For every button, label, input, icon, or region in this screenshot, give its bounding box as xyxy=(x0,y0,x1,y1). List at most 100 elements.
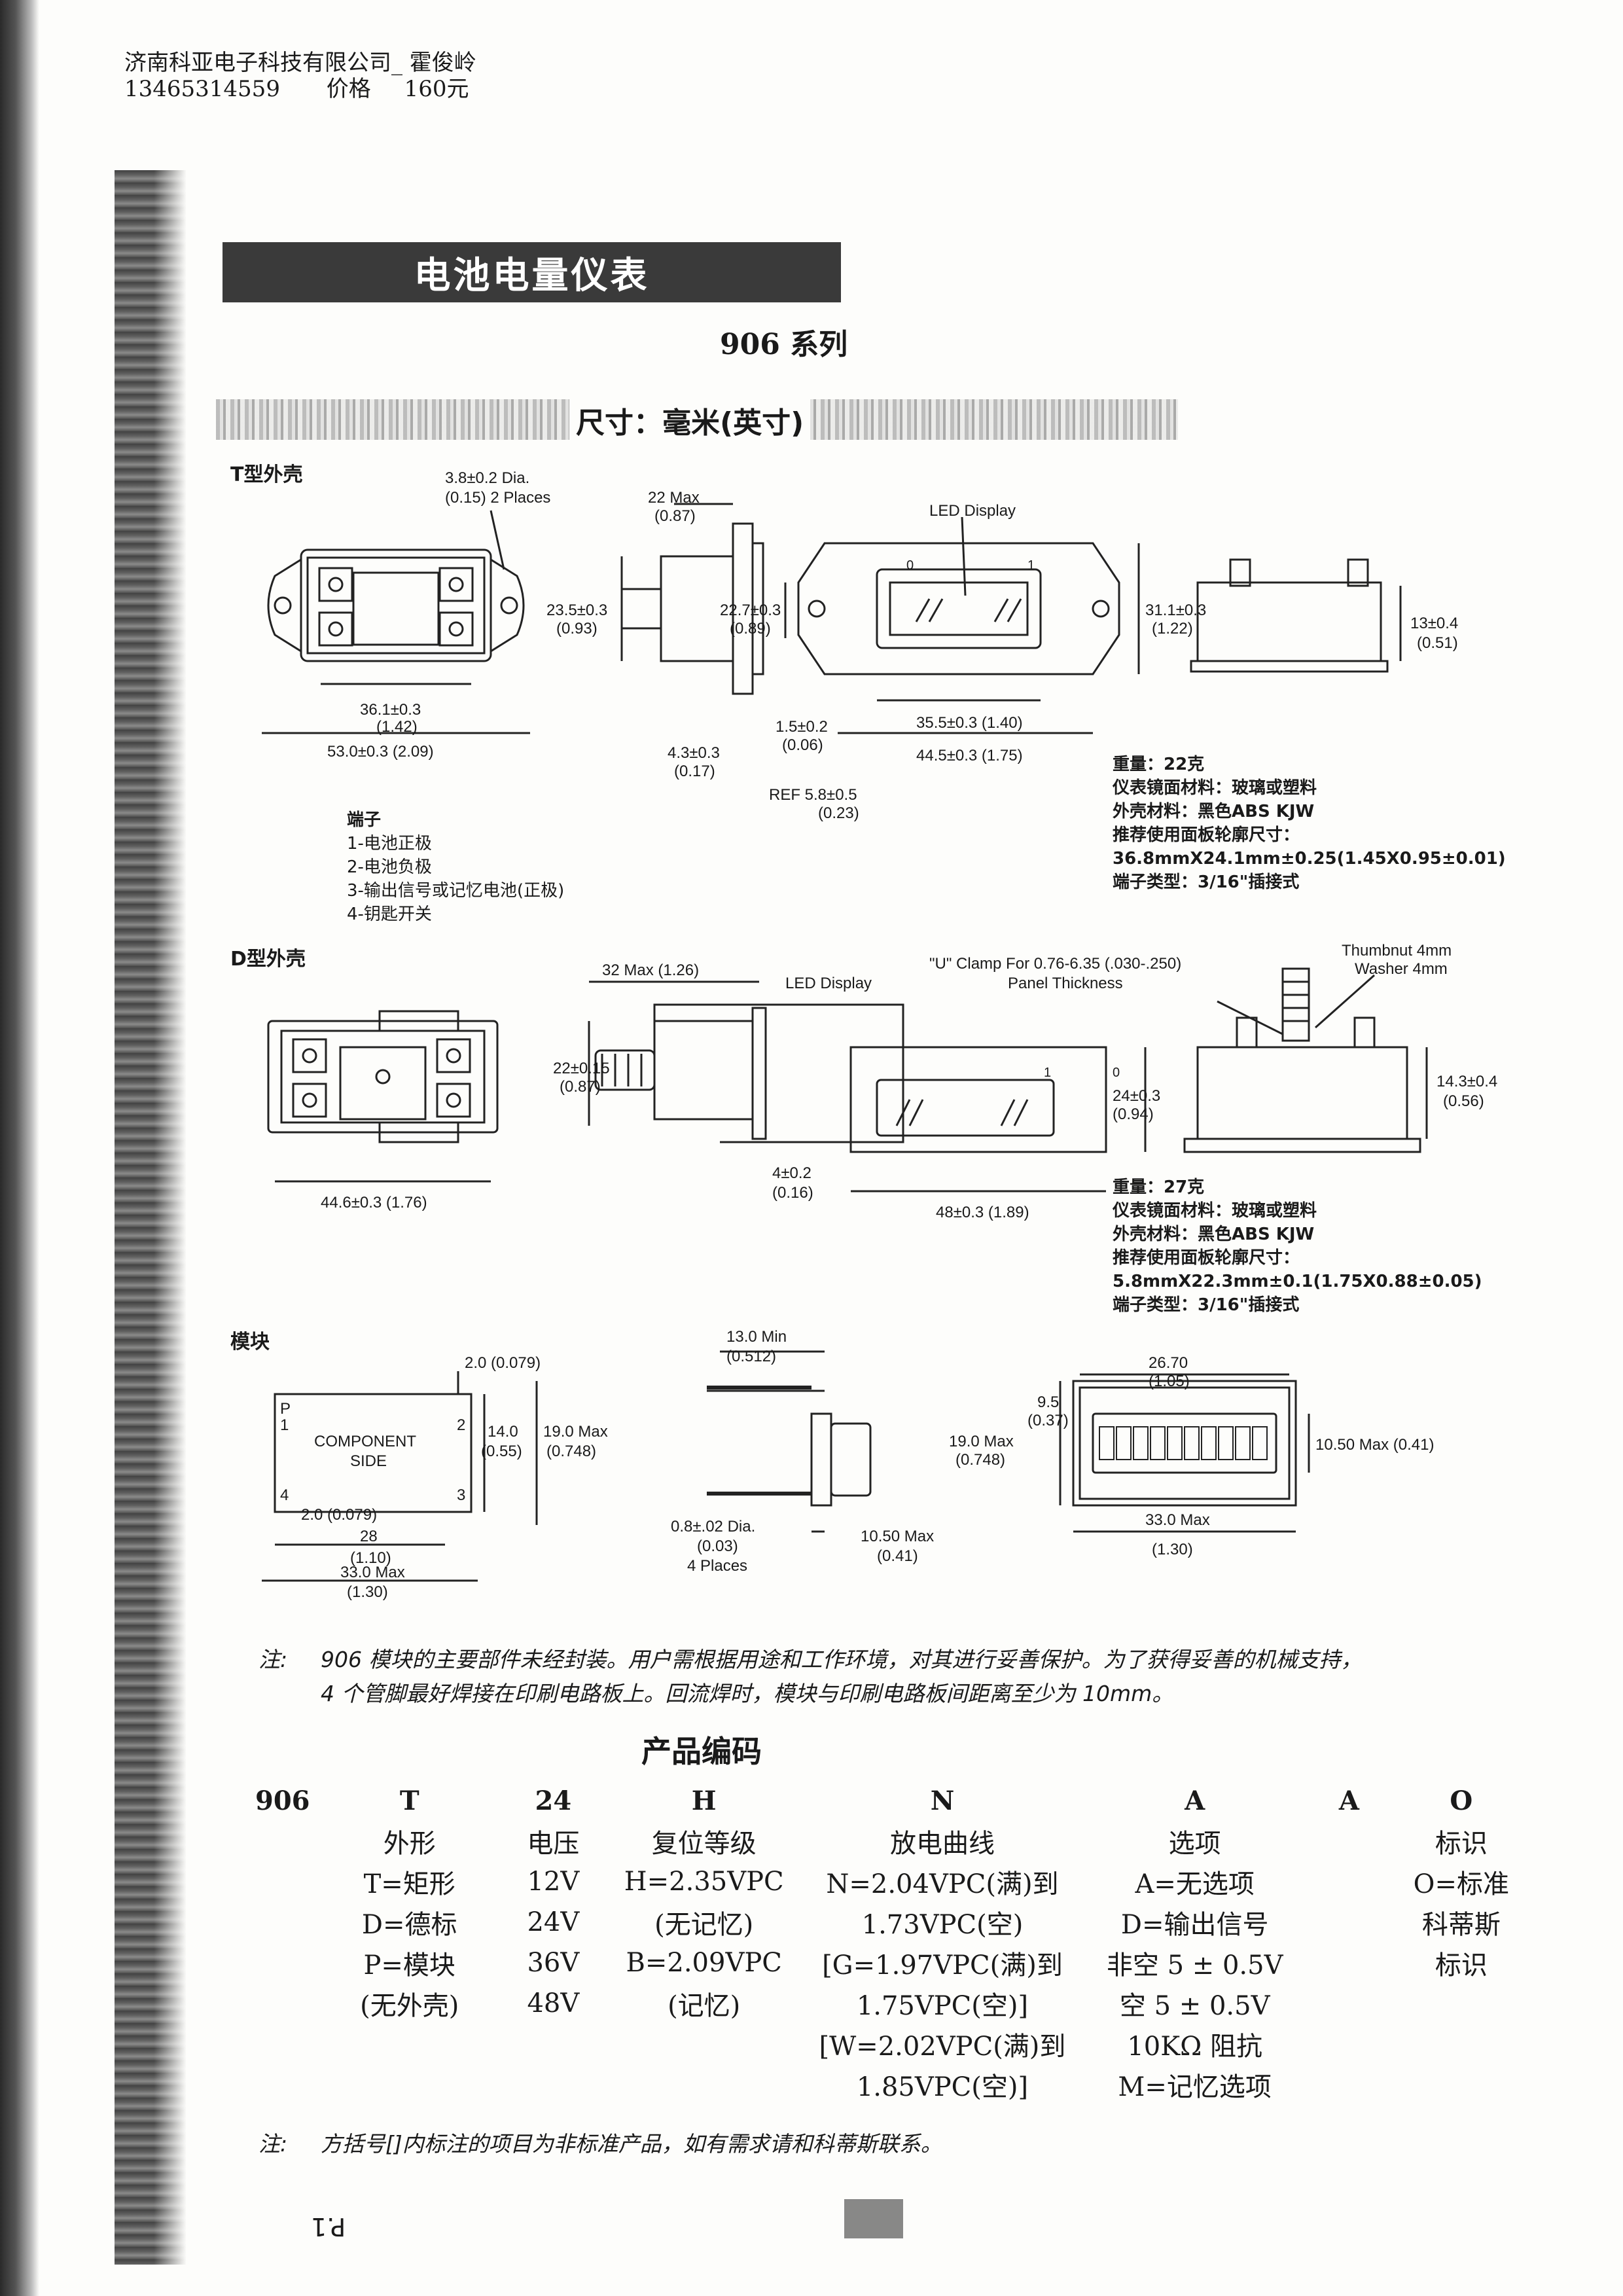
code-cell: B=2.09VPC xyxy=(626,1948,782,1978)
dim-m-front-33: 33.0 Max xyxy=(1145,1511,1210,1529)
table-row: 906 T 24 H N A A O xyxy=(255,1780,1531,1821)
d-led-display-label: LED Display xyxy=(785,975,872,992)
module-side-text: SIDE xyxy=(350,1452,387,1470)
company-name: 济南科亚电子科技有限公司_ 霍俊岭 xyxy=(124,50,476,76)
terminal-item: 1-电池正极 xyxy=(347,834,432,853)
spec-item: 外壳材料：黑色ABS KJW xyxy=(1113,1225,1315,1244)
spec-item: 5.8mmX22.3mm±0.1(1.75X0.88±0.05) xyxy=(1113,1272,1482,1291)
code-cell xyxy=(501,2064,606,2105)
dim-d-front-height: 24±0.3 xyxy=(1113,1087,1160,1105)
spec-item: 36.8mmX24.1mm±0.25(1.45X0.95±0.01) xyxy=(1113,849,1506,869)
code-cell: [W=2.02VPC(满)到 xyxy=(819,2032,1066,2062)
code-cell: 放电曲线 xyxy=(889,1829,995,1859)
code-cell xyxy=(1307,1943,1391,1983)
terminal-item: 3-输出信号或记忆电池(正极) xyxy=(347,881,565,901)
header-company: 济南科亚电子科技有限公司_ 霍俊岭 xyxy=(124,45,476,77)
dim-t-terminal-height: 13±0.4 xyxy=(1410,615,1458,632)
code-cell xyxy=(1391,2024,1531,2064)
dim-t-ref: REF 5.8±0.5 xyxy=(769,786,857,804)
code-head-cell: 906 xyxy=(255,1785,310,1816)
spec-item: 外壳材料：黑色ABS KJW xyxy=(1113,802,1315,821)
code-cell xyxy=(606,2024,802,2064)
dim-m-pin-dia-in: (0.03) xyxy=(697,1537,738,1555)
dim-d-panel: 4±0.2 xyxy=(772,1164,812,1182)
module-p-mark: P xyxy=(280,1400,291,1418)
dim-m-side-13: 13.0 Min xyxy=(726,1328,787,1346)
spec-item: 仪表镜面材料：玻璃或塑料 xyxy=(1113,1201,1317,1221)
note-2-text: 方括号[]内标注的项目为非标准产品，如有需求请和科蒂斯联系。 xyxy=(321,2131,942,2157)
dim-m-33: 33.0 Max xyxy=(340,1564,405,1581)
dim-d-terminal-height: 14.3±0.4 xyxy=(1436,1073,1497,1090)
code-cell xyxy=(255,1943,318,1983)
scan-binding-shadow xyxy=(115,170,187,2265)
d-clamp-label: "U" Clamp For 0.76-6.35 (.030-.250) xyxy=(929,955,1181,973)
scan-edge-left xyxy=(0,0,39,2296)
dim-hole-places: (0.15) 2 Places xyxy=(445,489,550,507)
code-head-cell: 24 xyxy=(535,1785,572,1816)
dim-m-front-267-in: (1.05) xyxy=(1149,1372,1190,1390)
price-label: 价格 xyxy=(326,76,371,102)
code-cell: 1.85VPC(空)] xyxy=(856,2072,1029,2102)
code-cell: H=2.35VPC xyxy=(624,1867,784,1897)
d-clamp-label2: Panel Thickness xyxy=(1008,975,1123,992)
code-cell xyxy=(255,2024,318,2064)
code-cell: 非空 5 ± 0.5V xyxy=(1106,1950,1283,1981)
dim-m-front-95-in: (0.37) xyxy=(1027,1412,1069,1429)
module-drawings: P 1 2 3 4 COMPONENT SIDE 2.0 (0.079) 14.… xyxy=(262,1328,1434,1601)
table-row: D=德标 24V (无记忆) 1.73VPC(空) D=输出信号 科蒂斯 xyxy=(255,1902,1531,1943)
code-cell: 1.73VPC(空) xyxy=(861,1910,1024,1940)
dim-m-28-in: (1.10) xyxy=(350,1549,391,1567)
code-cell: 10KΩ 阻抗 xyxy=(1127,2032,1262,2062)
dim-m-19: 19.0 Max xyxy=(543,1423,608,1441)
svg-text:0: 0 xyxy=(906,558,914,573)
dim-d-terminal-height-in: (0.56) xyxy=(1443,1092,1484,1110)
code-cell: 24V xyxy=(527,1907,580,1937)
terminals-title: 端子 xyxy=(347,810,382,830)
dim-m-pin-dia: 0.8±.02 Dia. xyxy=(671,1518,755,1535)
code-cell: T=矩形 xyxy=(363,1869,455,1899)
page-number: P.1 xyxy=(311,2212,346,2241)
terminal-item: 2-电池负极 xyxy=(347,857,432,877)
t-spec-list: 重量：22克 仪表镜面材料：玻璃或塑料 外壳材料：黑色ABS KJW 推荐使用面… xyxy=(1113,753,1506,894)
code-head-cell: A xyxy=(1338,1785,1359,1816)
code-cell: 外形 xyxy=(383,1829,436,1859)
note-label: 注: xyxy=(259,1647,288,1672)
module-pin-label: 1 xyxy=(280,1416,289,1434)
code-cell xyxy=(1307,1983,1391,2024)
phone-number: 13465314559 xyxy=(124,76,280,102)
dim-t-front-height2: 31.1±0.3 xyxy=(1145,601,1206,619)
code-cell: 标识 xyxy=(1435,1829,1488,1859)
code-head-cell: A xyxy=(1185,1785,1205,1816)
dim-t-pin: 4.3±0.3 xyxy=(668,744,720,762)
code-cell xyxy=(318,2024,501,2064)
spec-item: 重量：22克 xyxy=(1113,755,1205,774)
t-case-drawings: 3.8±0.2 Dia. (0.15) 2 Places 36.1±0.3 (1… xyxy=(262,469,1458,822)
dimensions-title: 尺寸：毫米(英寸) xyxy=(569,399,811,441)
code-cell xyxy=(255,1861,318,1902)
spec-item: 端子类型：3/16"插接式 xyxy=(1113,1295,1300,1315)
code-cell: M=记忆选项 xyxy=(1118,2072,1272,2102)
code-cell: 电压 xyxy=(527,1829,580,1859)
module-pin-label: 3 xyxy=(457,1486,465,1504)
module-pin-label: 4 xyxy=(280,1486,289,1504)
spec-item: 仪表镜面材料：玻璃或塑料 xyxy=(1113,778,1317,798)
product-code-title: 产品编码 xyxy=(641,1734,762,1769)
dim-t-panel-in: (0.06) xyxy=(782,736,823,754)
dim-m-side-13-in: (0.512) xyxy=(726,1348,776,1365)
title-bar: 电池电量仪表 xyxy=(223,242,841,302)
dim-m-front-267: 26.70 xyxy=(1149,1354,1188,1372)
code-cell: (无记忆) xyxy=(654,1910,754,1940)
code-cell: P=模块 xyxy=(363,1950,455,1981)
t-led-display-label: LED Display xyxy=(929,502,1016,520)
dim-m-pin-places: 4 Places xyxy=(687,1557,747,1575)
dim-t-terminal-height-in: (0.51) xyxy=(1417,634,1458,652)
dim-m-side-105-in: (0.41) xyxy=(877,1547,918,1565)
code-cell: (无外壳) xyxy=(360,1991,459,2021)
dim-d-height-side-in: (0.87) xyxy=(560,1078,601,1096)
table-row: 外形 电压 复位等级 放电曲线 选项 标识 xyxy=(255,1821,1531,1861)
dim-m-33-in: (1.30) xyxy=(347,1583,388,1601)
code-cell xyxy=(1307,2024,1391,2064)
dim-t-depth-in: (0.87) xyxy=(654,507,696,525)
code-cell: O=标准 xyxy=(1413,1869,1509,1899)
code-head-cell: H xyxy=(691,1785,717,1816)
